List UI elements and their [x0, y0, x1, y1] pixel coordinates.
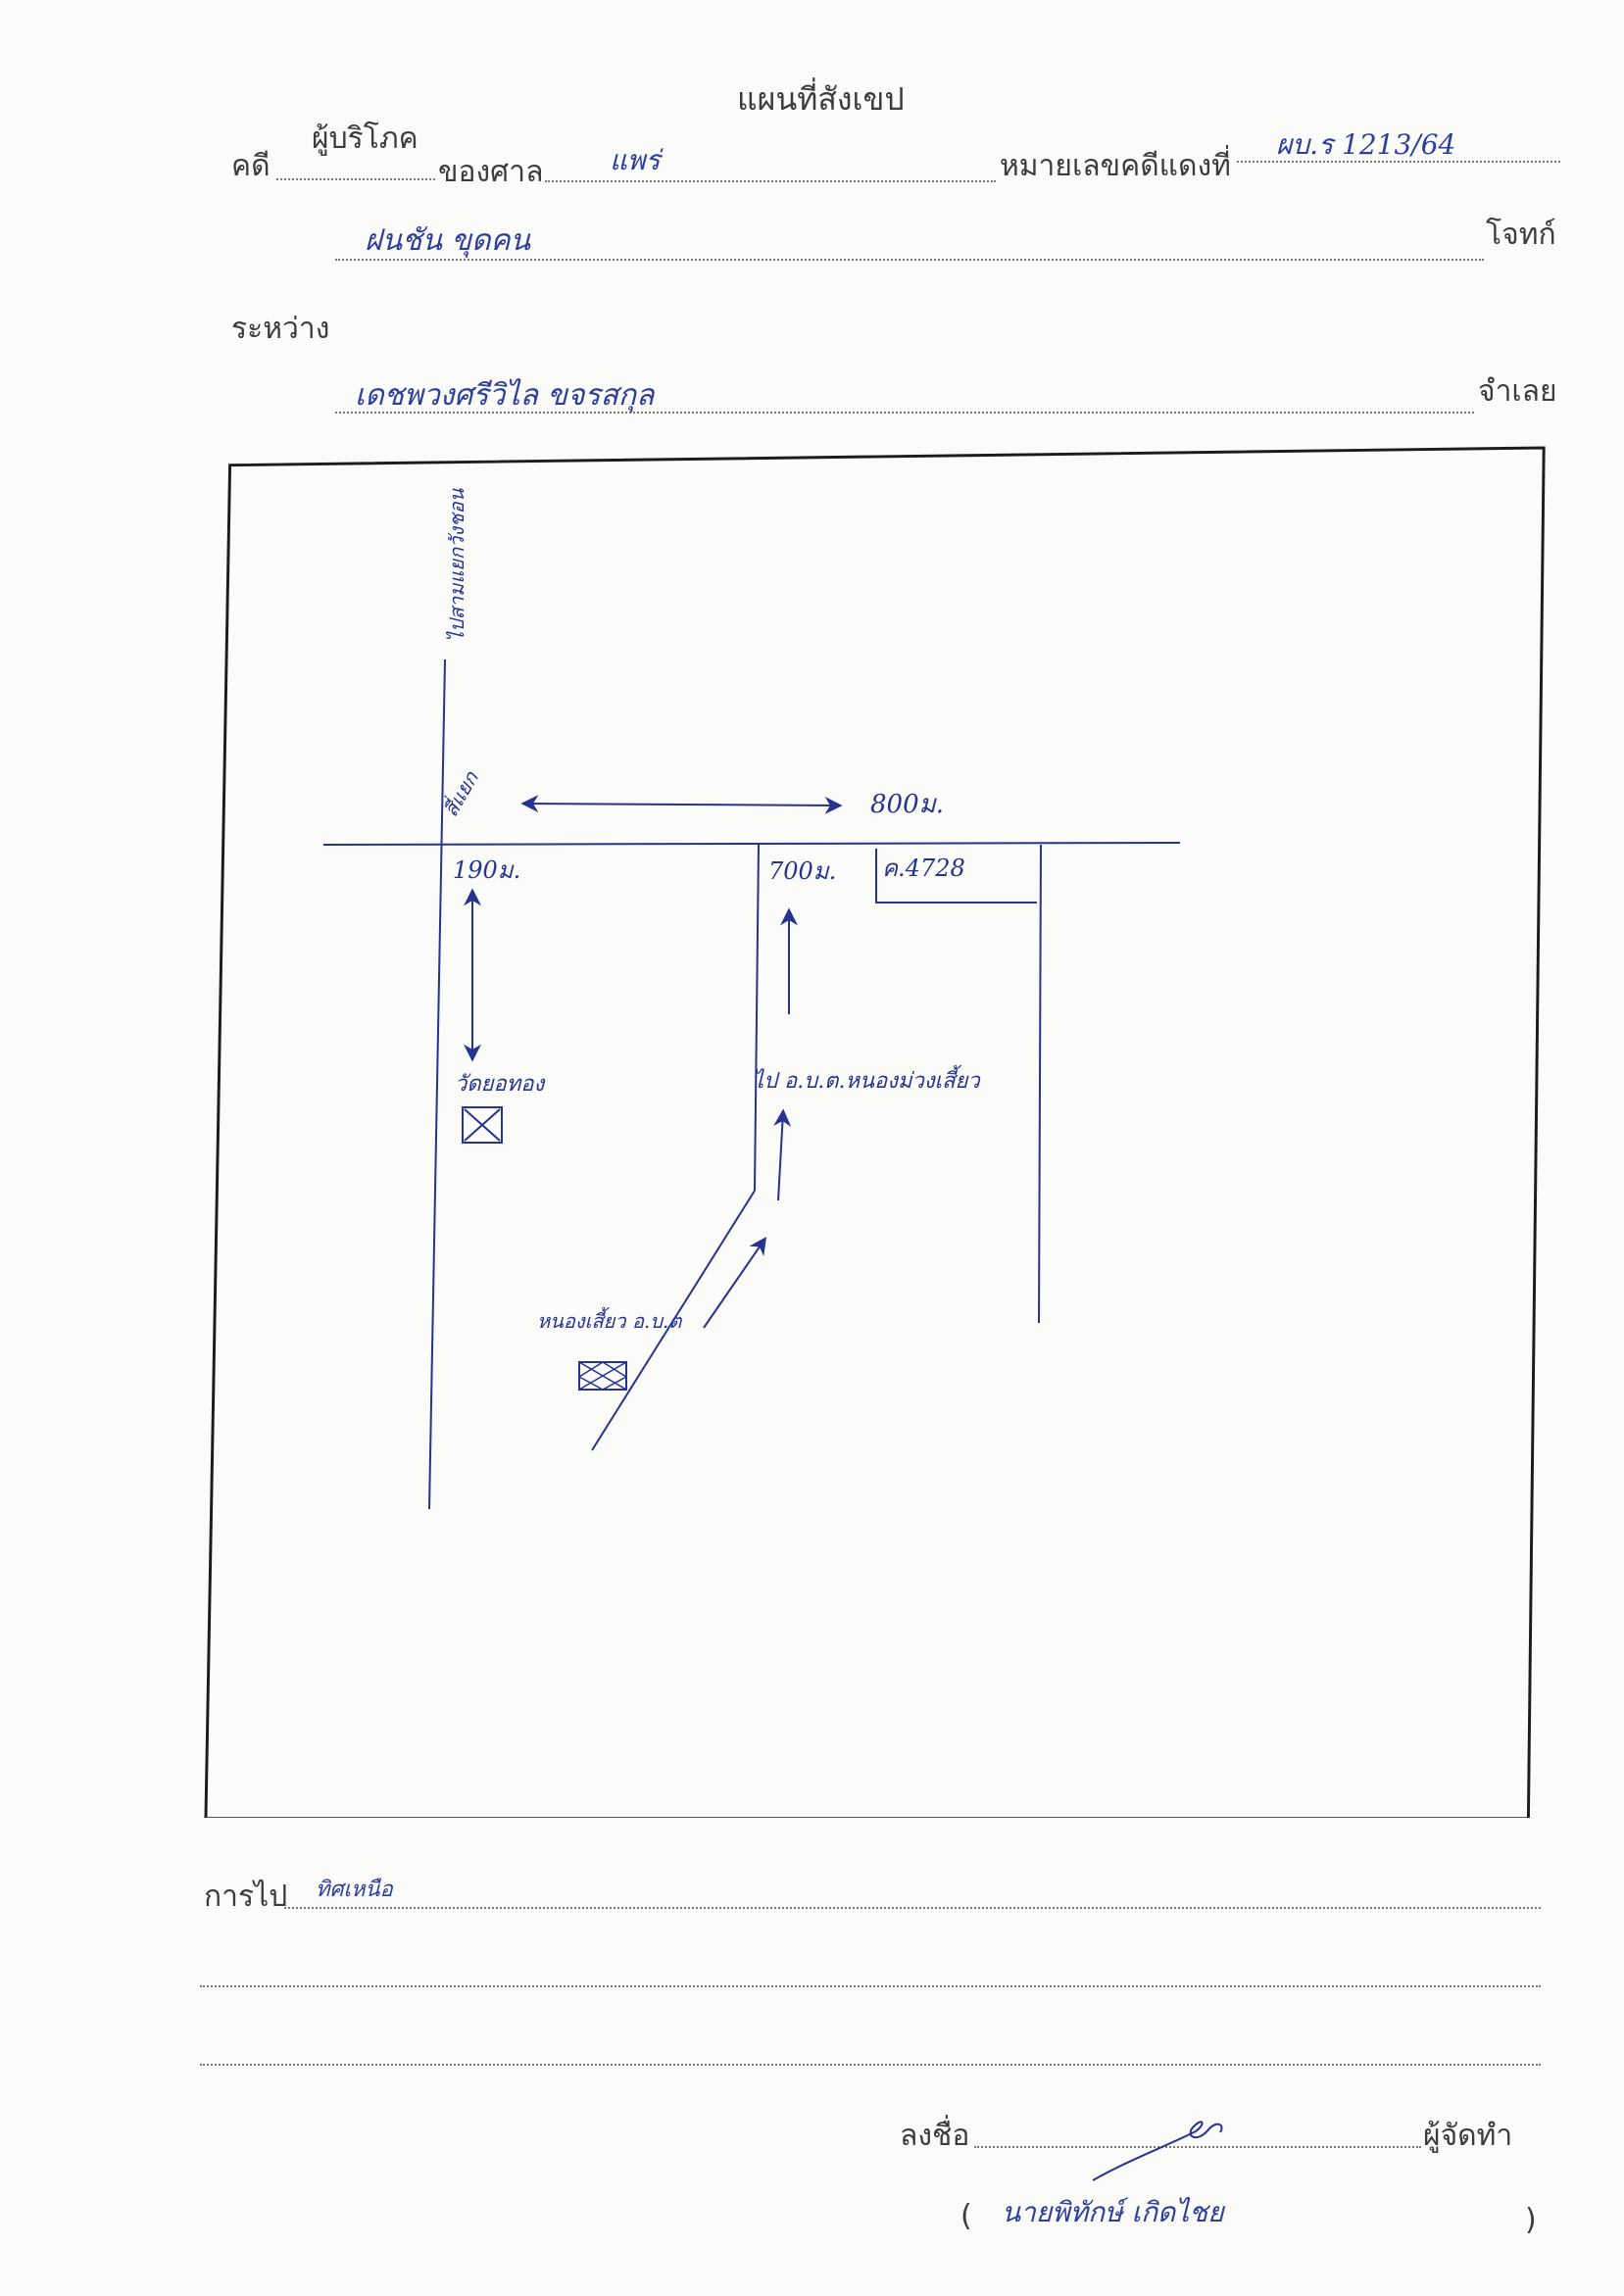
between-label: ระหว่าง — [231, 312, 330, 346]
main-road — [322, 842, 1181, 846]
plaintiff-dotted-line — [335, 259, 1484, 261]
temple-label: วัดยอทอง — [455, 1072, 546, 1097]
route-value: ทิศเหนือ — [316, 1878, 393, 1902]
sketch-map: ไปสามแยกวังชอน สี่แยก 800ม. 190ม. 700ม. … — [204, 446, 1546, 1818]
red-number-label: หมายเลขคดีแดงที่ — [1000, 149, 1231, 183]
arrow-office — [773, 1108, 792, 1201]
plaintiff-value: ฝนชัน ขุดคน — [365, 223, 531, 258]
court-label: ของศาล — [438, 155, 544, 189]
case-label: คดี — [231, 149, 271, 183]
right-road — [1038, 844, 1042, 1324]
dist-190-label: 190ม. — [453, 856, 520, 884]
arrow-800 — [520, 795, 843, 814]
road-north-label: ไปสามแยกวังชอน — [445, 487, 468, 642]
defendant-label: จำเลย — [1478, 374, 1557, 409]
paren-open: ( — [960, 2199, 972, 2233]
house-box — [875, 849, 1037, 904]
sign-dotted-line — [974, 2146, 1421, 2148]
middle-road — [754, 844, 760, 1192]
case-type-value: ผู้บริโภค — [312, 122, 418, 156]
north-road — [428, 659, 446, 1510]
dist-700-label: 700ม. — [768, 857, 836, 885]
middle-road-diagonal — [591, 1190, 756, 1451]
route-dotted-line-3 — [200, 2064, 1541, 2066]
village-label: หนองเสี้ยว อ.บ.ต — [537, 1306, 682, 1333]
form-title: แผนที่สังเขป — [737, 80, 905, 118]
signature-scribble — [1092, 2121, 1223, 2181]
dist-800-label: 800ม. — [870, 790, 944, 819]
plaintiff-label: โจทก์ — [1486, 218, 1556, 252]
court-value: แพร่ — [610, 144, 661, 176]
red-number-value: ผบ.ร 1213/64 — [1276, 128, 1456, 161]
route-label: การไป — [204, 1880, 288, 1914]
signer-name: นายพิทักษ์ เกิดไชย — [1002, 2196, 1224, 2228]
office-label: ไป อ.บ.ต.หนองม่วงเสี้ยว — [753, 1064, 981, 1094]
case-dotted-line — [276, 178, 435, 180]
arrow-diagonal — [703, 1237, 767, 1329]
temple-box — [462, 1106, 503, 1144]
maker-label: ผู้จัดทำ — [1423, 2119, 1513, 2153]
defendant-dotted-line — [335, 412, 1474, 414]
defendant-value: เดชพวงศรีวิไล ขจรสกุล — [355, 378, 655, 413]
route-dotted-line-1 — [284, 1907, 1541, 1909]
map-border — [204, 446, 1546, 1818]
route-dotted-line-2 — [200, 1985, 1541, 1987]
red-number-dotted-line — [1237, 161, 1560, 163]
house-number-label: ค.4728 — [882, 855, 965, 882]
sign-label: ลงชื่อ — [900, 2119, 970, 2153]
court-dotted-line — [545, 180, 996, 182]
junction-label: สี่แยก — [437, 765, 483, 820]
paren-close: ) — [1525, 2203, 1537, 2237]
